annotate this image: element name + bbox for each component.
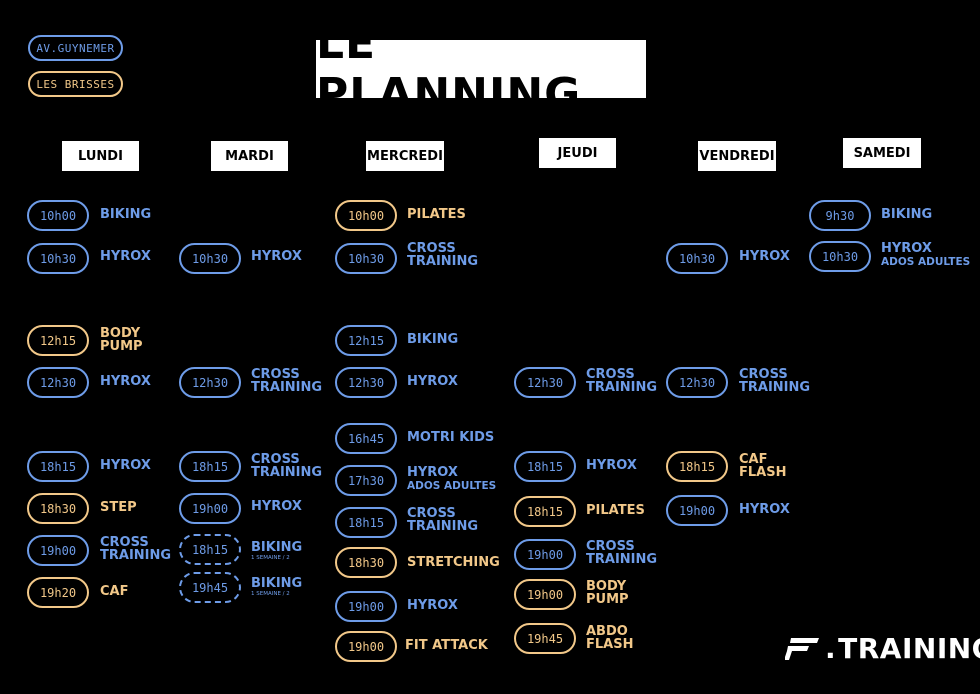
class-time-pill[interactable]: 19h20 [27, 577, 89, 608]
class-time-pill[interactable]: 12h15 [27, 325, 89, 356]
class-label: BIKING [407, 332, 459, 347]
class-time-pill[interactable]: 17h30 [335, 465, 397, 496]
class-time-pill[interactable]: 12h30 [514, 367, 576, 398]
class-time-pill[interactable]: 12h30 [179, 367, 241, 398]
day-header-lundi: LUNDI [62, 141, 139, 171]
class-time-pill[interactable]: 18h15 [27, 451, 89, 482]
class-time-pill[interactable]: 19h00 [335, 631, 397, 662]
class-label: HYROX [586, 458, 637, 473]
class-time-pill[interactable]: 10h30 [809, 241, 871, 272]
class-label: BIKING [100, 207, 152, 222]
class-time-pill[interactable]: 18h15 [666, 451, 728, 482]
class-time-pill[interactable]: 18h30 [335, 547, 397, 578]
class-label: PILATES [586, 503, 645, 518]
class-time-pill[interactable]: 16h45 [335, 423, 397, 454]
day-header-samedi: SAMEDI [843, 138, 921, 168]
class-time-pill[interactable]: 19h00 [179, 493, 241, 524]
legend-guynemer: AV.GUYNEMER [28, 35, 123, 61]
class-time-pill[interactable]: 10h00 [335, 200, 397, 231]
class-label: HYROX [739, 502, 790, 517]
class-time-pill[interactable]: 10h30 [179, 243, 241, 274]
day-header-jeudi: JEUDI [539, 138, 616, 168]
class-time-pill[interactable]: 12h30 [27, 367, 89, 398]
class-label: HYROX [407, 374, 458, 389]
class-time-pill[interactable]: 12h30 [666, 367, 728, 398]
class-time-pill[interactable]: 18h15 [514, 451, 576, 482]
class-time-pill[interactable]: 19h00 [335, 591, 397, 622]
legend-brisses: LES BRISSES [28, 71, 123, 97]
class-label: STEP [100, 500, 137, 515]
class-label: FIT ATTACK [405, 638, 488, 653]
class-time-pill[interactable]: 19h00 [514, 579, 576, 610]
class-time-pill[interactable]: 19h00 [27, 535, 89, 566]
class-label: HYROX [251, 499, 302, 514]
day-header-mardi: MARDI [211, 141, 288, 171]
class-time-pill[interactable]: 19h45 [179, 572, 241, 603]
day-header-mercredi: MERCREDI [366, 141, 444, 171]
class-time-pill[interactable]: 10h30 [335, 243, 397, 274]
class-label: HYROX [739, 249, 790, 264]
class-label: HYROX [251, 249, 302, 264]
class-time-pill[interactable]: 18h15 [514, 496, 576, 527]
class-label: HYROX [100, 374, 151, 389]
class-time-pill[interactable]: 18h15 [179, 451, 241, 482]
page-title: LE PLANNING [316, 18, 646, 120]
class-label: MOTRI KIDS [407, 430, 495, 445]
class-label: HYROX [100, 458, 151, 473]
class-label: STRETCHING [407, 555, 500, 570]
class-label: HYROX [407, 598, 458, 613]
class-time-pill[interactable]: 18h15 [335, 507, 397, 538]
class-label: BIKING [881, 207, 933, 222]
class-time-pill[interactable]: 12h30 [335, 367, 397, 398]
class-time-pill[interactable]: 19h45 [514, 623, 576, 654]
day-header-vendredi: VENDREDI [698, 141, 776, 171]
class-time-pill[interactable]: 18h30 [27, 493, 89, 524]
class-time-pill[interactable]: 9h30 [809, 200, 871, 231]
class-label: PILATES [407, 207, 466, 222]
class-time-pill[interactable]: 10h00 [27, 200, 89, 231]
f-logo-icon [785, 637, 819, 660]
brand-logo: . TRAINING [785, 632, 980, 665]
class-time-pill[interactable]: 10h30 [666, 243, 728, 274]
class-label: HYROX [100, 249, 151, 264]
class-time-pill[interactable]: 12h15 [335, 325, 397, 356]
class-label: CAF [100, 584, 129, 599]
class-time-pill[interactable]: 19h00 [514, 539, 576, 570]
brand-logo-text: TRAINING [838, 632, 980, 665]
class-time-pill[interactable]: 18h15 [179, 534, 241, 565]
class-time-pill[interactable]: 19h00 [666, 495, 728, 526]
class-time-pill[interactable]: 10h30 [27, 243, 89, 274]
